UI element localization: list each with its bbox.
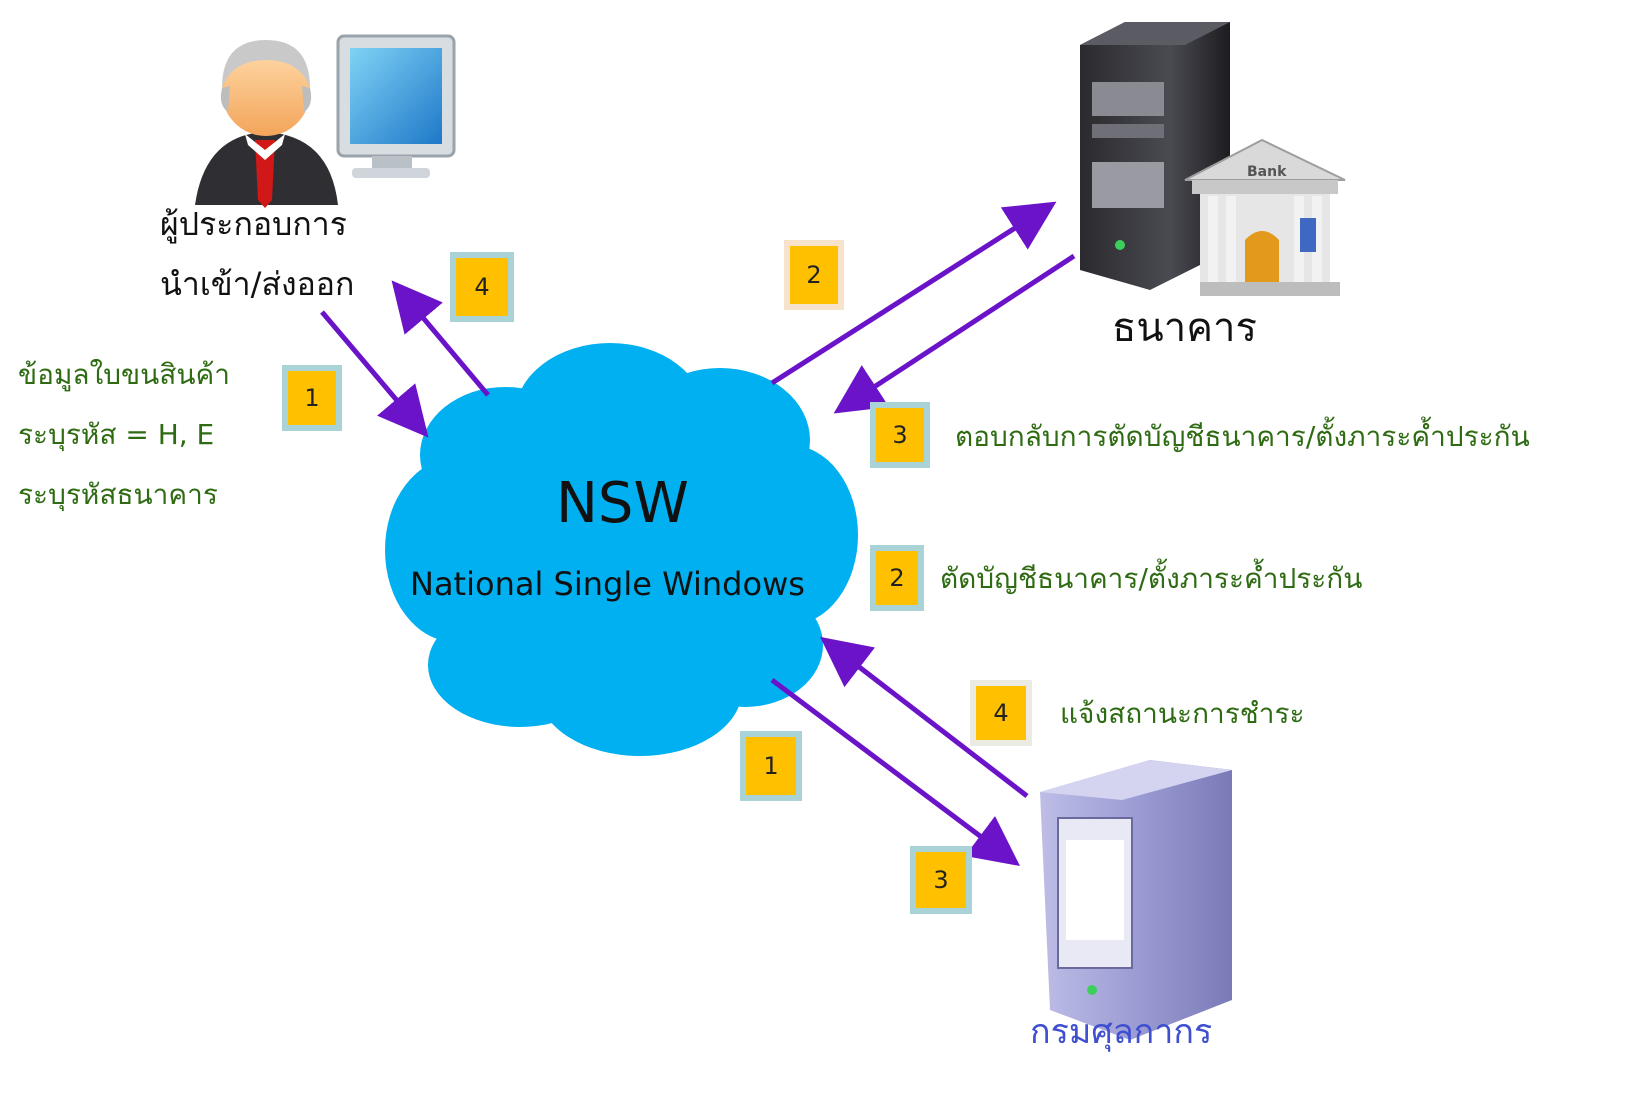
bank-request-note: ตัดบัญชีธนาคาร/ตั้งภาระค้ำประกัน	[940, 562, 1363, 595]
arrow-operator-to-nsw	[320, 310, 429, 438]
customs-label: กรมศุลกากร	[1030, 1012, 1213, 1052]
businessman-icon	[195, 40, 338, 208]
operator-note-line2: ระบุรหัส = H, E	[18, 418, 215, 451]
step-badge-nsw-to-customs: 1	[740, 731, 802, 801]
bank-label: ธนาคาร	[1112, 305, 1257, 351]
bank-building-icon	[1184, 138, 1346, 296]
businessman-computer-icon	[195, 34, 456, 208]
step-badge-bank-request: 2	[870, 545, 924, 611]
operator-label-line2: นำเข้า/ส่งออก	[160, 265, 355, 303]
step-badge-operator-to-nsw: 1	[282, 365, 342, 431]
arrow-bank-to-nsw	[833, 253, 1076, 414]
bank-reply-note: ตอบกลับการตัดบัญชีธนาคาร/ตั้งภาระค้ำประก…	[955, 420, 1530, 453]
nsw-title: NSW	[556, 471, 689, 536]
step-badge-customs-to-nsw: 4	[970, 680, 1032, 746]
step-badge-customs-reply: 3	[910, 846, 972, 914]
arrow-nsw-to-customs	[770, 678, 1020, 866]
customs-server-icon	[1040, 760, 1232, 1040]
flow-arrows	[320, 201, 1076, 866]
operator-note-line3: ระบุรหัสธนาคาร	[18, 478, 218, 511]
operator-note-line1: ข้อมูลใบขนสินค้า	[18, 358, 230, 391]
arrow-nsw-to-operator	[391, 280, 490, 397]
server-tower-icon	[1080, 22, 1230, 290]
nsw-cloud	[385, 343, 858, 756]
nsw-subtitle: National Single Windows	[410, 565, 805, 603]
bank-building-sign: Bank	[1247, 164, 1287, 180]
monitor-icon	[336, 34, 456, 178]
operator-label-line1: ผู้ประกอบการ	[160, 205, 347, 243]
step-badge-nsw-to-operator: 4	[450, 252, 514, 322]
step-badge-nsw-to-bank: 2	[784, 240, 844, 310]
arrow-customs-to-nsw	[820, 636, 1029, 798]
bank-server-icon	[1080, 22, 1346, 296]
customs-status-note: แจ้งสถานะการชำระ	[1060, 697, 1305, 730]
step-badge-bank-to-nsw: 3	[870, 402, 930, 468]
arrow-nsw-to-bank	[770, 201, 1057, 386]
